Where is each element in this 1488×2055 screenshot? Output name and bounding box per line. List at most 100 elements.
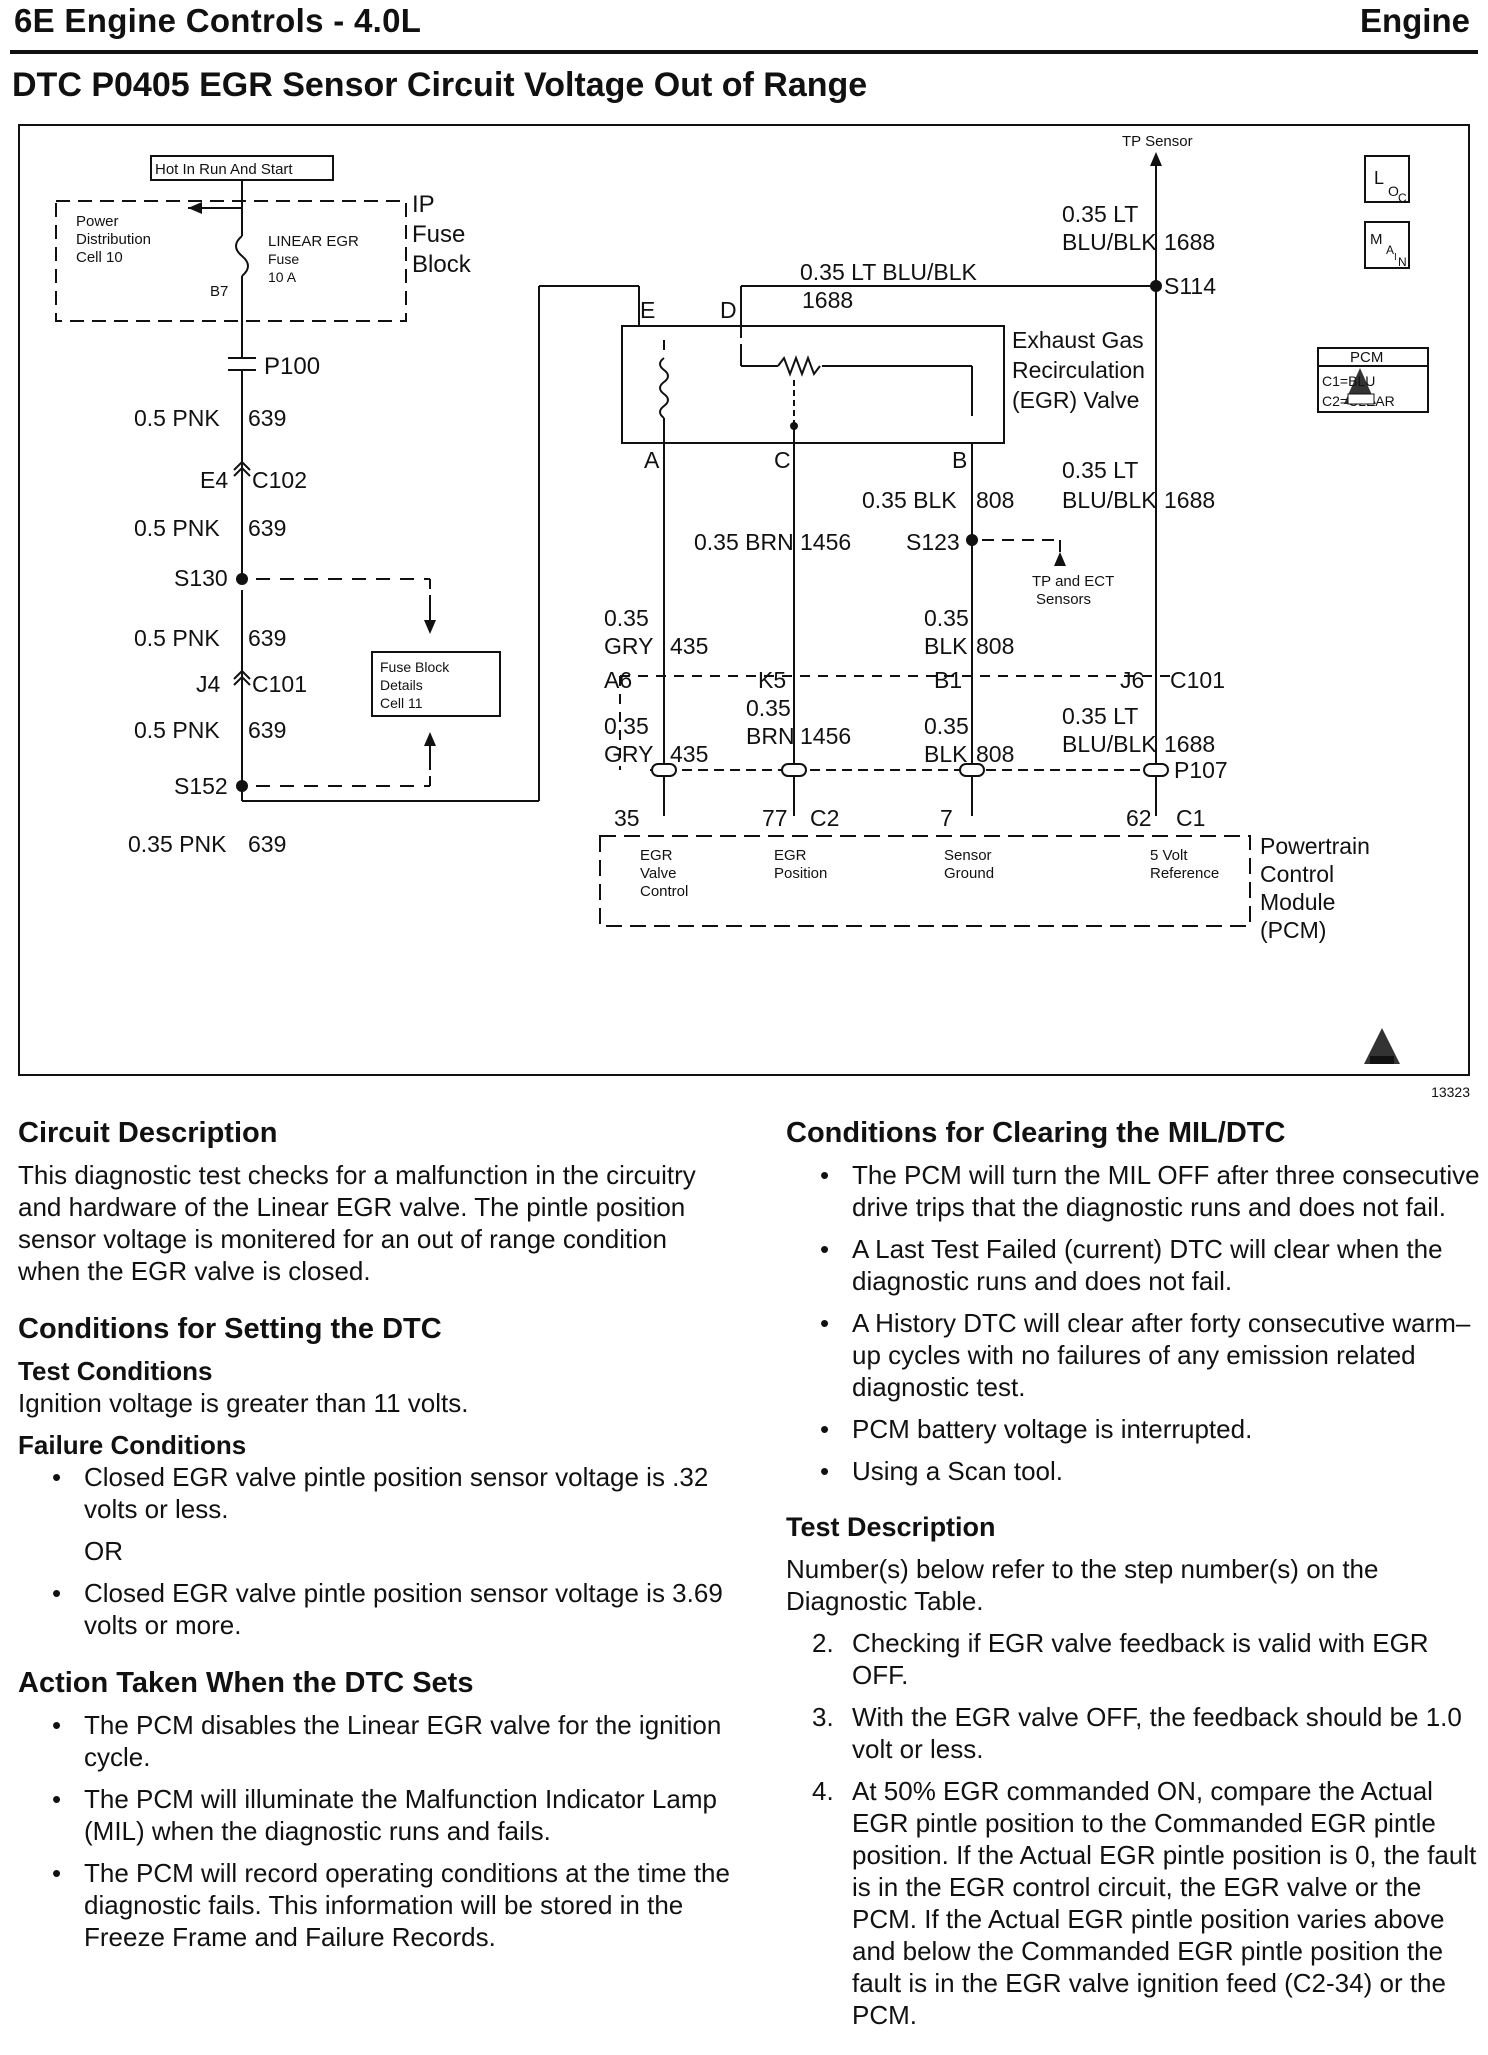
svg-text:0.35 LT: 0.35 LT: [1062, 703, 1138, 729]
esd-icon: [1370, 1056, 1394, 1064]
svg-text:0.35: 0.35: [924, 605, 969, 631]
fuse-details-box: [371, 651, 501, 717]
svg-text:TP and ECT: TP and ECT: [1032, 573, 1114, 590]
svg-text:0.35 PNK: 0.35 PNK: [128, 831, 227, 857]
svg-text:Exhaust Gas: Exhaust Gas: [1012, 327, 1144, 353]
svg-text:Powertrain: Powertrain: [1260, 833, 1370, 859]
right-column: Conditions for Clearing the MIL/DTC The …: [786, 1115, 1482, 2055]
svg-text:35: 35: [614, 805, 640, 831]
step-number: 4.: [812, 1776, 834, 1806]
svg-text:Distribution: Distribution: [76, 231, 151, 248]
svg-text:GRY: GRY: [604, 741, 653, 767]
svg-text:M: M: [1370, 231, 1383, 248]
page-header-chapter: Engine: [1359, 2, 1470, 39]
svg-text:C: C: [774, 447, 791, 473]
svg-text:BLU/BLK: BLU/BLK: [1062, 487, 1157, 513]
svg-text:Valve: Valve: [640, 865, 676, 882]
svg-text:S152: S152: [174, 773, 228, 799]
svg-text:0.35: 0.35: [924, 713, 969, 739]
failure-condition-item: Closed EGR valve pintle position sensor …: [18, 1461, 730, 1525]
clearing-item: Using a Scan tool.: [786, 1455, 1482, 1487]
svg-text:808: 808: [976, 633, 1014, 659]
svg-text:C101: C101: [252, 671, 307, 697]
svg-text:0.5 PNK: 0.5 PNK: [134, 625, 220, 651]
svg-text:Cell 10: Cell 10: [76, 249, 123, 266]
svg-text:10 A: 10 A: [268, 269, 297, 285]
svg-text:Fuse: Fuse: [268, 251, 299, 267]
clearing-section: Conditions for Clearing the MIL/DTC The …: [786, 1115, 1482, 1487]
svg-text:0.35 LT: 0.35 LT: [1062, 457, 1138, 483]
svg-text:K5: K5: [758, 667, 786, 693]
test-description-section: Test Description Number(s) below refer t…: [786, 1511, 1482, 2031]
ip-fuse-block-outline: [55, 200, 407, 322]
svg-text:C2: C2: [810, 805, 839, 831]
svg-text:N: N: [1398, 255, 1407, 269]
svg-text:D: D: [720, 297, 737, 323]
svg-text:Ground: Ground: [944, 865, 994, 882]
figure-number: 13323: [1431, 1084, 1470, 1100]
svg-text:808: 808: [976, 741, 1014, 767]
svg-text:I: I: [1394, 252, 1397, 263]
svg-text:BLU/BLK: BLU/BLK: [1062, 229, 1157, 255]
left-column: Circuit Description This diagnostic test…: [18, 1115, 730, 1977]
clearing-item: A Last Test Failed (current) DTC will cl…: [786, 1233, 1482, 1297]
step-text: At 50% EGR commanded ON, compare the Act…: [852, 1776, 1477, 2030]
svg-text:BRN: BRN: [746, 723, 795, 749]
test-conditions-text: Ignition voltage is greater than 11 volt…: [18, 1388, 469, 1418]
svg-text:C101: C101: [1170, 667, 1225, 693]
svg-text:Sensors: Sensors: [1036, 591, 1091, 608]
svg-text:1456: 1456: [800, 723, 851, 749]
test-description-heading: Test Description: [786, 1512, 996, 1542]
svg-text:0.35 BLK: 0.35 BLK: [862, 487, 957, 513]
svg-text:A6: A6: [604, 667, 632, 693]
svg-text:(PCM): (PCM): [1260, 917, 1326, 943]
svg-text:IP: IP: [412, 191, 435, 218]
action-item: The PCM will record operating conditions…: [18, 1857, 730, 1953]
svg-text:639: 639: [248, 515, 286, 541]
svg-text:1688: 1688: [1164, 731, 1215, 757]
setting-dtc-section: Conditions for Setting the DTC Test Cond…: [18, 1311, 730, 1641]
svg-text:O: O: [1388, 183, 1399, 199]
svg-text:639: 639: [248, 831, 286, 857]
failure-condition-item: Closed EGR valve pintle position sensor …: [18, 1577, 730, 1641]
svg-text:1688: 1688: [802, 287, 853, 313]
svg-text:GRY: GRY: [604, 633, 653, 659]
svg-text:BLK: BLK: [924, 741, 968, 767]
svg-text:639: 639: [248, 405, 286, 431]
svg-text:A: A: [644, 447, 660, 473]
svg-text:Sensor: Sensor: [944, 847, 992, 864]
svg-text:BLK: BLK: [924, 633, 968, 659]
step-number: 3.: [812, 1702, 834, 1732]
circuit-description-heading: Circuit Description: [18, 1117, 278, 1149]
obd2-icon: [1347, 393, 1375, 405]
svg-text:Control: Control: [640, 883, 688, 900]
svg-text:E4: E4: [200, 467, 228, 493]
clearing-item: A History DTC will clear after forty con…: [786, 1307, 1482, 1403]
svg-text:Power: Power: [76, 213, 119, 230]
clearing-heading: Conditions for Clearing the MIL/DTC: [786, 1117, 1286, 1149]
svg-text:S114: S114: [1164, 273, 1216, 299]
svg-text:0.35: 0.35: [604, 605, 649, 631]
svg-text:0.35 LT BLU/BLK: 0.35 LT BLU/BLK: [800, 259, 978, 285]
svg-text:0.35: 0.35: [604, 713, 649, 739]
svg-text:77: 77: [762, 805, 788, 831]
svg-text:BLU/BLK: BLU/BLK: [1062, 731, 1157, 757]
svg-text:435: 435: [670, 741, 708, 767]
svg-text:0.5 PNK: 0.5 PNK: [134, 515, 220, 541]
svg-text:EGR: EGR: [774, 847, 807, 864]
clearing-item: The PCM will turn the MIL OFF after thre…: [786, 1159, 1482, 1223]
failure-conditions-heading: Failure Conditions: [18, 1430, 247, 1460]
action-taken-section: Action Taken When the DTC Sets The PCM d…: [18, 1665, 730, 1953]
step-text: Checking if EGR valve feedback is valid …: [852, 1628, 1429, 1690]
action-item: The PCM will illuminate the Malfunction …: [18, 1783, 730, 1847]
svg-text:5 Volt: 5 Volt: [1150, 847, 1188, 864]
svg-text:Fuse Block: Fuse Block: [380, 659, 450, 675]
svg-text:EGR: EGR: [640, 847, 673, 864]
test-step: 4. At 50% EGR commanded ON, compare the A…: [786, 1775, 1482, 2031]
page-header-section: 6E Engine Controls - 4.0L: [14, 2, 422, 39]
svg-text:435: 435: [670, 633, 708, 659]
setting-dtc-heading: Conditions for Setting the DTC: [18, 1313, 442, 1345]
test-step: 3.With the EGR valve OFF, the feedback s…: [786, 1701, 1482, 1765]
svg-text:0.35: 0.35: [746, 695, 791, 721]
